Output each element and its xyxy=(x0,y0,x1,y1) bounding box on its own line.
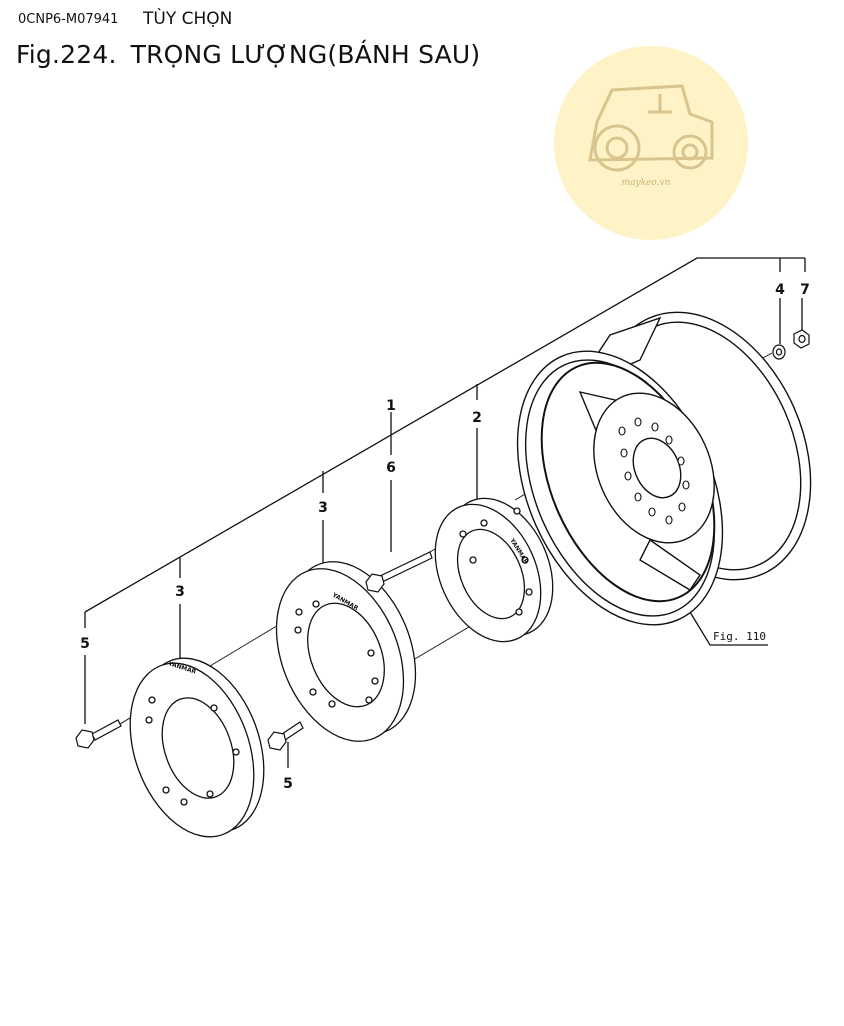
nut-part-7 xyxy=(793,329,810,349)
long-bolt-part-6 xyxy=(365,551,433,593)
bolt-bottom-part-5 xyxy=(267,721,304,751)
figure-number: Fig.224. xyxy=(16,40,117,69)
inner-weight-part-2: YANMAR xyxy=(434,497,554,643)
washer-part-4 xyxy=(772,344,786,360)
callout-5-bottom: 5 xyxy=(283,776,293,792)
watermark-logo: maykeo.vn xyxy=(554,46,748,240)
page-title: Fig.224. TRỌNG LƯỢNG(BÁNH SAU) xyxy=(16,40,480,69)
figure-reference: Fig. 110 xyxy=(713,630,766,643)
middle-weight-part-3: YANMAR xyxy=(275,561,417,742)
front-weight-part-3: YANMAR xyxy=(129,657,265,838)
bolt-left-part-5 xyxy=(75,719,122,749)
callout-6: 6 xyxy=(386,460,396,476)
part-code: 0CNP6-M07941 xyxy=(18,12,119,27)
watermark-text: maykeo.vn xyxy=(622,178,671,188)
callout-2: 2 xyxy=(472,410,482,426)
callout-5-left: 5 xyxy=(80,636,90,652)
figure-title: TRỌNG LƯỢNG(BÁNH SAU) xyxy=(130,40,481,69)
callout-3-left: 3 xyxy=(175,584,185,600)
callout-4: 4 xyxy=(775,282,785,298)
wheel-rim xyxy=(516,311,812,626)
callout-1: 1 xyxy=(386,398,396,414)
wheel-bolt-holes xyxy=(618,417,690,525)
tractor-icon xyxy=(588,84,714,172)
option-label: TÙY CHỌN xyxy=(143,9,233,29)
callout-3-middle: 3 xyxy=(318,500,328,516)
callout-7: 7 xyxy=(800,282,810,298)
